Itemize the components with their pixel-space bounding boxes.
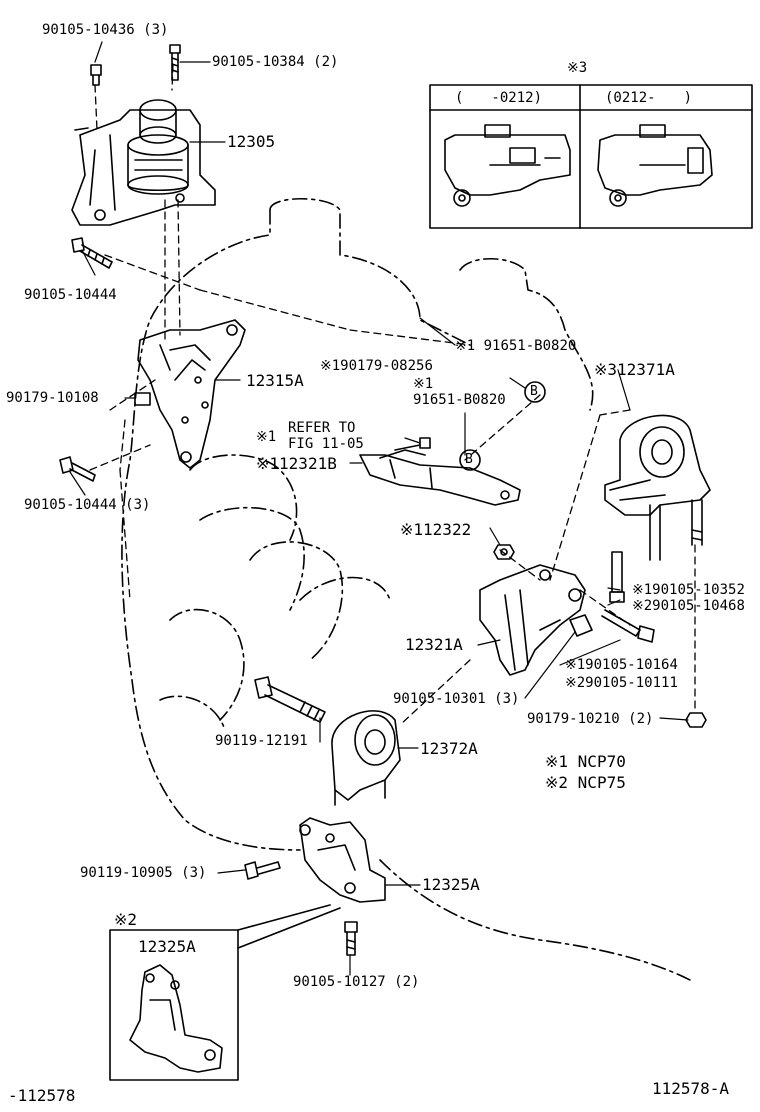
part-label-112322: ※112322 xyxy=(400,520,472,539)
part-label-90105-10384: 90105-10384 (2) xyxy=(212,54,339,70)
part-label-mark-1-b: ※1 xyxy=(413,376,434,392)
part-label-290105-10111: ※290105-10111 xyxy=(565,675,678,691)
part-label-290105-10468: ※290105-10468 xyxy=(632,598,745,614)
note-ncp75: ※2 NCP75 xyxy=(545,773,626,792)
part-label-90179-10108: 90179-10108 xyxy=(6,390,99,406)
part-label-90105-10436: 90105-10436 (3) xyxy=(42,22,169,38)
reference-figure: FIG 11-05 xyxy=(288,436,364,452)
inset2-frame xyxy=(109,929,239,1081)
bolts-left xyxy=(59,237,151,482)
leader-lines xyxy=(69,41,689,976)
bolts-top xyxy=(90,44,181,86)
callout-b-2: B xyxy=(465,452,473,467)
part-label-12305: 12305 xyxy=(227,132,276,151)
inset3-mount-left xyxy=(444,124,571,207)
inset2-bracket xyxy=(129,964,223,1073)
callout-b-ring-2 xyxy=(459,449,481,471)
part-label-12325a: 12325A xyxy=(422,875,480,894)
inset2-leader-a xyxy=(237,904,331,931)
part-label-12315a: 12315A xyxy=(246,371,304,390)
inset3-col-right: (0212- ) xyxy=(605,90,693,106)
bracket-12321b xyxy=(359,449,521,506)
part-label-90119-10905: 90119-10905 (3) xyxy=(80,865,207,881)
inset3-col-left: ( -0212) xyxy=(455,90,543,106)
part-label-90119-12191: 90119-12191 xyxy=(215,733,308,749)
bracket-12315a xyxy=(137,319,246,469)
engine-outline xyxy=(121,197,691,981)
bracket-12321a xyxy=(479,564,586,676)
reference-mark-1: ※1 xyxy=(256,429,277,445)
bolts-bottom xyxy=(244,861,358,956)
bolts-right xyxy=(569,551,707,728)
part-label-90105-10127: 90105-10127 (2) xyxy=(293,974,420,990)
diagram-code-right: 112578-A xyxy=(652,1079,730,1098)
inset2-leader-b xyxy=(237,907,341,949)
inset3-mount-right xyxy=(597,124,713,207)
part-label-90179-10210: 90179-10210 (2) xyxy=(527,711,654,727)
part-label-12321a: 12321A xyxy=(405,635,463,654)
part-label-190179-08256: ※190179-08256 xyxy=(320,358,433,374)
callout-b-1: B xyxy=(530,384,538,399)
part-label-190105-10352: ※190105-10352 xyxy=(632,582,745,598)
nut-12322 xyxy=(493,544,515,560)
part-label-90105-10301: 90105-10301 (3) xyxy=(393,691,520,707)
part-label-312371a: ※312371A xyxy=(594,360,675,379)
note-ncp70: ※1 NCP70 xyxy=(545,752,626,771)
inset2-mark: ※2 xyxy=(114,910,138,929)
inset3-mark: ※3 xyxy=(567,60,588,76)
part-label-91651-b0820-a: ※1 91651-B0820 xyxy=(455,338,577,354)
engine-mount-12305 xyxy=(71,99,216,226)
engine-mount-12372a xyxy=(331,710,401,806)
engine-mount-12371a xyxy=(604,414,711,561)
part-label-90105-10444-b: 90105-10444 (3) xyxy=(24,497,151,513)
part-label-12372a: 12372A xyxy=(420,739,478,758)
part-label-190105-10164: ※190105-10164 xyxy=(565,657,678,673)
assembly-dashes xyxy=(89,64,696,726)
reference-refer-to: REFER TO xyxy=(288,420,356,436)
callout-b-ring-1 xyxy=(524,381,546,403)
inset2-part-label: 12325A xyxy=(138,937,196,956)
bolt-90179-08256 xyxy=(394,437,431,451)
bolt-90119-12191 xyxy=(254,676,326,723)
part-label-91651-b0820-b: 91651-B0820 xyxy=(413,392,506,408)
inset3-frame xyxy=(429,84,753,229)
part-label-112321b: ※112321B xyxy=(256,454,337,473)
diagram-code-left: -112578 xyxy=(8,1086,76,1105)
part-label-90105-10444-a: 90105-10444 xyxy=(24,287,117,303)
bracket-12325a xyxy=(299,817,386,903)
